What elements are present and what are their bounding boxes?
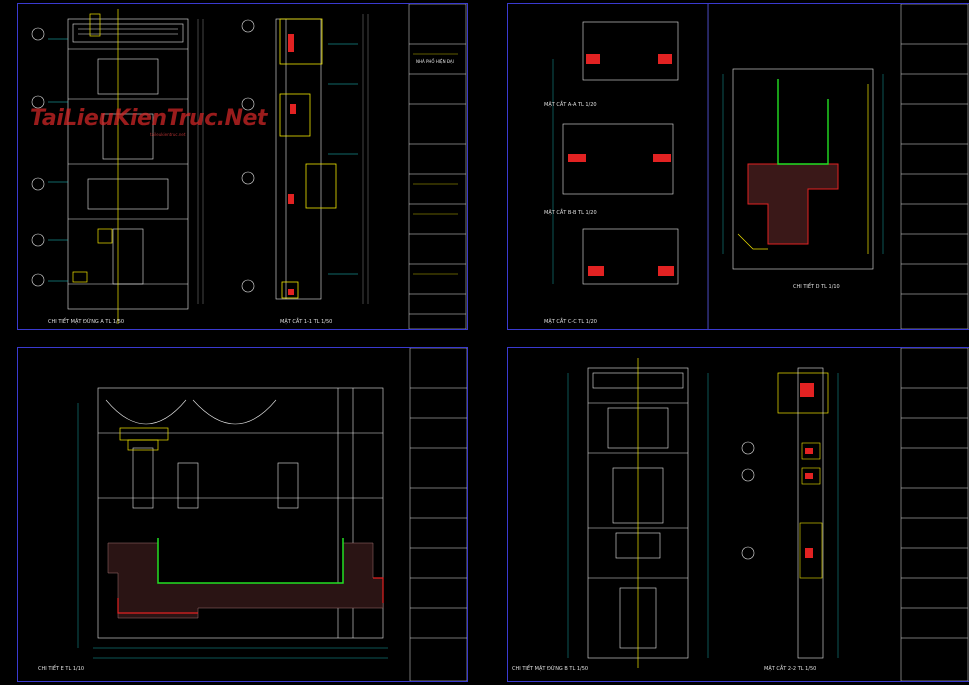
caption-b4: CHI TIẾT D TL 1/10	[793, 284, 840, 290]
drawing-canvas-c	[77, 348, 467, 681]
title-project: NHÀ PHỐ HIỆN ĐẠI	[416, 59, 454, 64]
caption-c: CHI TIẾT E TL 1/10	[38, 666, 85, 672]
drawing-canvas-a	[31, 4, 467, 329]
sheet-bottom-left: CHI TIẾT E TL 1/10	[17, 347, 468, 682]
sheet-top-right: MẶT CẮT A-A TL 1/20 MẶT CẮT B-B TL 1/20 …	[507, 3, 969, 330]
caption-b2: MẶT CẮT B-B TL 1/20	[544, 210, 597, 216]
caption-b1: MẶT CẮT A-A TL 1/20	[544, 102, 597, 108]
drawing-canvas-d	[567, 348, 969, 681]
watermark-subtext: taileukientruc.net	[150, 132, 186, 137]
caption-a2: MẶT CẮT 1-1 TL 1/50	[280, 319, 333, 325]
caption-d2: MẶT CẮT 2-2 TL 1/50	[764, 666, 817, 672]
sheet-bottom-right: CHI TIẾT MẶT ĐỨNG B TL 1/50 MẶT CẮT 2-2 …	[507, 347, 969, 682]
caption-d: CHI TIẾT MẶT ĐỨNG B TL 1/50	[512, 666, 589, 672]
caption-a: CHI TIẾT MẶT ĐỨNG A TL 1/50	[48, 319, 125, 325]
watermark-logo: TaiLieuKienTruc.Net	[30, 106, 267, 131]
sheet-top-left: CHI TIẾT MẶT ĐỨNG A TL 1/50 MẶT CẮT 1-1 …	[17, 3, 468, 330]
caption-b3: MẶT CẮT C-C TL 1/20	[544, 319, 597, 325]
drawing-canvas-b	[552, 4, 969, 329]
